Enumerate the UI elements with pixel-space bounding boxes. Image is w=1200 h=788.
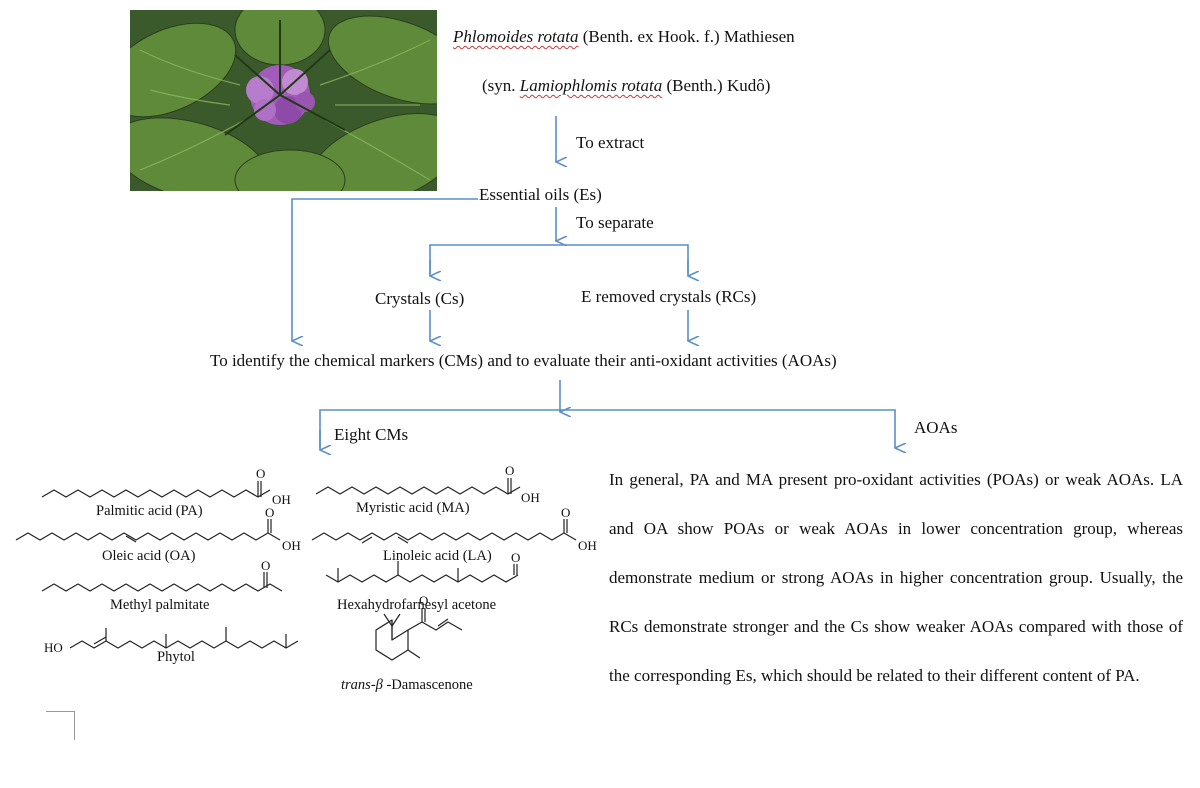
species-name-line: Phlomoides rotata (Benth. ex Hook. f.) M… bbox=[453, 27, 795, 47]
oa-o-label: O bbox=[265, 505, 274, 520]
structure-linoleic-acid bbox=[311, 532, 577, 541]
structure-myristic-acid bbox=[315, 486, 521, 495]
compound-hexahydrofarnesyl-acetone: Hexahydrofarnesyl acetone bbox=[337, 597, 497, 613]
la-oh-label: OH bbox=[578, 538, 597, 553]
conclusion-text: In general, PA and MA present pro-oxidan… bbox=[609, 470, 1183, 685]
dam-o-label: O bbox=[419, 593, 428, 608]
oa-oh-label: OH bbox=[282, 538, 301, 553]
pa-oh-label: OH bbox=[272, 492, 291, 507]
damascenone-suffix: -Damascenone bbox=[382, 677, 473, 693]
branch-split bbox=[429, 244, 689, 274]
label-essential-oils: Essential oils (Es) bbox=[479, 185, 602, 204]
plant-photo bbox=[130, 10, 437, 191]
damascenone-prefix: trans-β bbox=[341, 677, 383, 693]
compound-phytol: Phytol bbox=[157, 649, 195, 665]
structure-phytol bbox=[69, 640, 299, 649]
pa-o-label: O bbox=[256, 466, 265, 481]
arrow-es-to-identify bbox=[292, 198, 478, 341]
synonym-prefix: (syn. bbox=[482, 76, 516, 95]
la-o-label: O bbox=[561, 505, 570, 520]
label-identify: To identify the chemical markers (CMs) a… bbox=[210, 351, 837, 370]
synonym-name: Lamiophlomis rotata bbox=[519, 76, 663, 95]
hfa-o-label: O bbox=[511, 550, 520, 565]
label-aoas: AOAs bbox=[914, 418, 958, 437]
label-eight-cms: Eight CMs bbox=[334, 425, 409, 444]
label-crystals: Crystals (Cs) bbox=[375, 289, 465, 308]
ma-oh-label: OH bbox=[521, 490, 540, 505]
structure-palmitic-acid bbox=[41, 489, 271, 498]
ma-o-label: O bbox=[505, 463, 514, 478]
arrow-split-aoas bbox=[560, 409, 895, 448]
structure-oleic-acid bbox=[15, 532, 281, 541]
compound-palmitic-acid: Palmitic acid (PA) bbox=[96, 503, 203, 519]
label-extract: To extract bbox=[576, 133, 645, 152]
compound-methyl-palmitate: Methyl palmitate bbox=[110, 597, 210, 613]
synonym-line: (syn. Lamiophlomis rotata (Benth.) Kudô) bbox=[482, 76, 770, 96]
mp-o-label: O bbox=[261, 558, 270, 573]
structure-methyl-palmitate bbox=[41, 583, 283, 592]
synonym-authority: (Benth.) Kudô) bbox=[666, 76, 771, 95]
structure-hexahydrofarnesyl-acetone bbox=[325, 574, 519, 583]
structure-damascenone bbox=[375, 608, 463, 661]
species-authority: (Benth. ex Hook. f.) Mathiesen bbox=[582, 27, 795, 46]
compound-myristic-acid: Myristic acid (MA) bbox=[356, 500, 470, 516]
compound-linoleic-acid: Linoleic acid (LA) bbox=[383, 548, 492, 564]
label-separate: To separate bbox=[576, 213, 654, 232]
compound-oleic-acid: Oleic acid (OA) bbox=[102, 548, 196, 564]
phytol-ho-label: HO bbox=[44, 640, 63, 655]
compound-damascenone: trans-β -Damascenone bbox=[341, 677, 473, 694]
page-corner-mark bbox=[46, 711, 75, 740]
plant-illustration bbox=[130, 10, 437, 191]
species-name: Phlomoides rotata bbox=[453, 27, 579, 46]
label-removed-crystals: E removed crystals (RCs) bbox=[581, 287, 757, 306]
